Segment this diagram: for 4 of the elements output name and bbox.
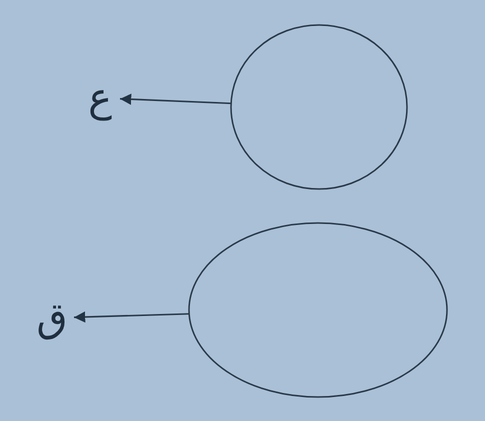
letter-label: ق: [30, 292, 74, 344]
letter-label: ع: [80, 72, 120, 124]
arrow: [74, 311, 190, 323]
arrow: [120, 94, 232, 105]
